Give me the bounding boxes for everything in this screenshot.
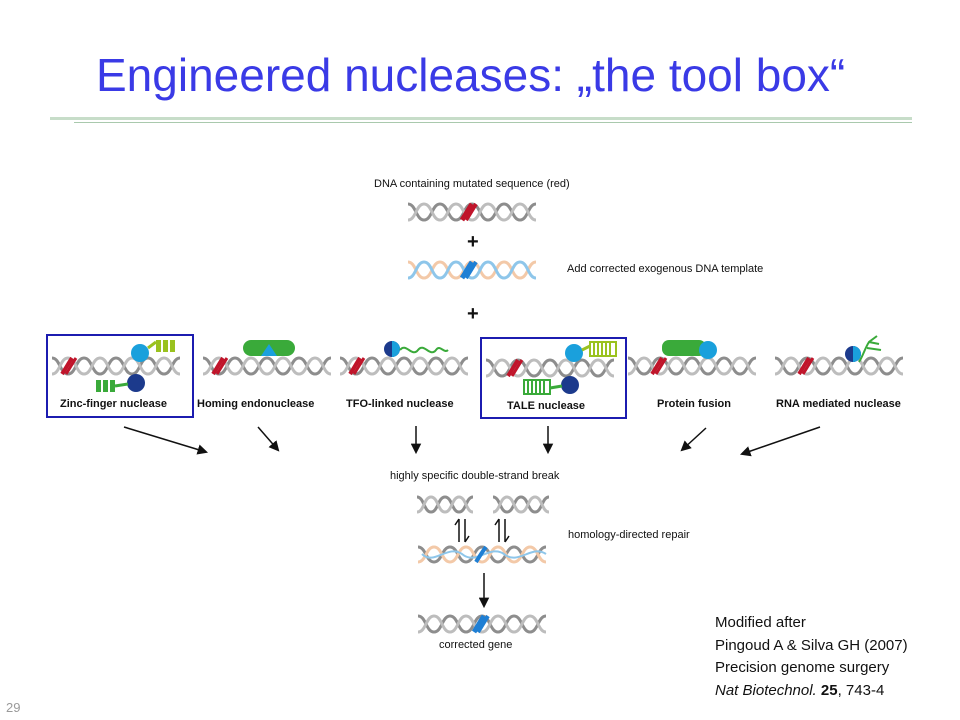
broken-dna-right bbox=[492, 495, 550, 514]
highlight-box-zinc-finger bbox=[46, 334, 194, 418]
plus-sign-2: + bbox=[467, 303, 479, 325]
reference-line-2: Pingoud A & Silva GH (2007) bbox=[715, 636, 908, 654]
title-divider bbox=[50, 117, 912, 120]
slide-number: 29 bbox=[6, 700, 21, 715]
broken-dna-left bbox=[416, 495, 474, 514]
tool-label-zinc-finger: Zinc-finger nuclease bbox=[60, 398, 167, 410]
rna-mediated-nuclease-illustration bbox=[774, 335, 904, 376]
tool-label-homing: Homing endonuclease bbox=[197, 398, 315, 410]
reference-line-3: Precision genome surgery bbox=[715, 659, 890, 676]
reference-volume: 25 bbox=[820, 681, 838, 699]
slide-title: Engineered nucleases: „the tool box“ bbox=[96, 49, 846, 101]
arrow-rna bbox=[740, 426, 821, 457]
tfo-linked-nuclease-illustration bbox=[339, 341, 469, 376]
template-dna-helix bbox=[407, 260, 537, 280]
mutated-dna-label: DNA containing mutated sequence (red) bbox=[374, 178, 570, 190]
reference-journal: Nat Biotechnol. bbox=[715, 681, 817, 699]
repair-dna-helix bbox=[417, 545, 547, 564]
break-label: highly specific double-strand break bbox=[390, 470, 560, 482]
tool-label-protein-fusion: Protein fusion bbox=[657, 398, 731, 410]
equilibrium-arrows-left bbox=[454, 518, 470, 543]
zinc-finger-nuclease-illustration bbox=[51, 340, 181, 392]
corrected-gene-helix bbox=[417, 614, 547, 634]
arrow-zinc-finger bbox=[123, 426, 209, 455]
title-divider-thin bbox=[74, 122, 912, 123]
homing-endonuclease-illustration bbox=[202, 340, 332, 376]
result-label: corrected gene bbox=[439, 639, 513, 651]
tale-nuclease-illustration bbox=[485, 341, 617, 395]
arrow-protein-fusion bbox=[680, 427, 707, 452]
reference-pages: , 743-4 bbox=[837, 681, 885, 699]
tool-label-rna: RNA mediated nuclease bbox=[776, 398, 901, 410]
reference-citation: Nat Biotechnol. 25, 743-4 bbox=[715, 680, 908, 703]
reference-line-1: Modified after bbox=[715, 614, 806, 631]
reference-block: Modified after Pingoud A & Silva GH (200… bbox=[715, 612, 908, 702]
repair-label: homology-directed repair bbox=[568, 529, 690, 541]
tool-label-tale: TALE nuclease bbox=[507, 400, 586, 412]
arrow-homing bbox=[257, 426, 280, 452]
template-label: Add corrected exogenous DNA template bbox=[567, 263, 764, 275]
equilibrium-arrows-right bbox=[494, 518, 510, 543]
plus-sign: + bbox=[467, 231, 479, 253]
mutated-dna-helix bbox=[407, 202, 537, 222]
tool-label-tfo: TFO-linked nuclease bbox=[346, 398, 454, 410]
protein-fusion-illustration bbox=[627, 340, 757, 376]
highlight-box-tale bbox=[480, 337, 627, 419]
